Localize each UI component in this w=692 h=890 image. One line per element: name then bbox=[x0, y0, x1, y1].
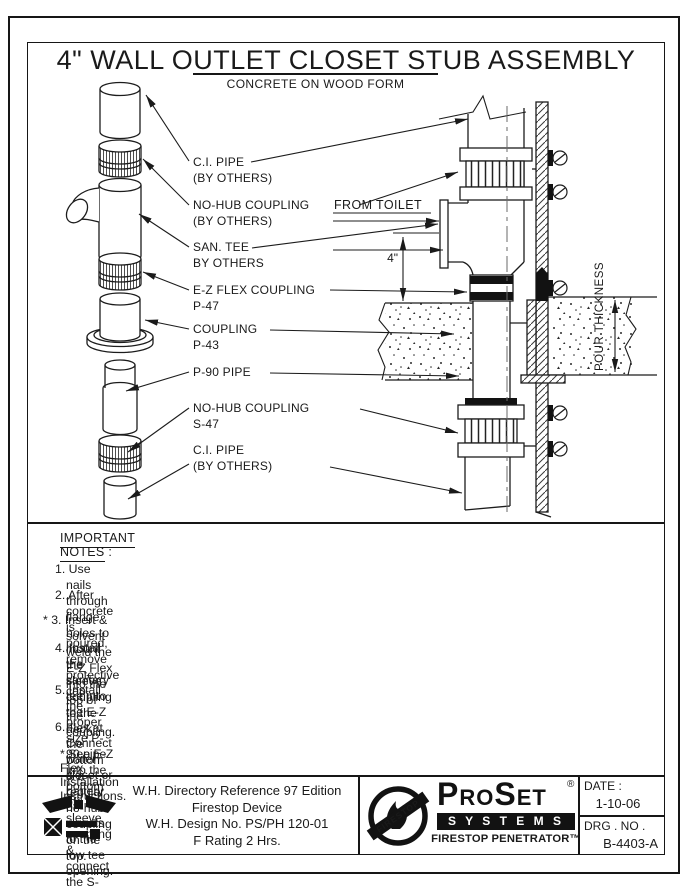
label-coupling-2: P-43 bbox=[193, 338, 219, 352]
wh-certification-text: W.H. Directory Reference 97 Edition Fire… bbox=[118, 783, 356, 849]
wh-line4: F Rating 2 Hrs. bbox=[193, 832, 281, 848]
sleeve-and-sealant bbox=[520, 267, 566, 384]
page-subtitle: CONCRETE ON WOOD FORM bbox=[226, 77, 405, 91]
pour-thickness-label: POUR THICKNESS bbox=[594, 262, 606, 371]
note-item-2: 2. After concrete is poured, remove prot… bbox=[55, 588, 120, 698]
part-s47-coupling bbox=[98, 434, 142, 473]
date-value: 1-10-06 bbox=[595, 796, 641, 811]
wall-screws bbox=[548, 150, 568, 457]
registered-mark: ® bbox=[567, 779, 575, 790]
section-lower-pipe bbox=[464, 457, 511, 511]
notes-heading-colon: : bbox=[104, 545, 113, 559]
notes-heading: IMPORTANT NOTES : bbox=[60, 531, 136, 562]
label-coupling: COUPLING bbox=[193, 322, 257, 336]
label-s47: NO-HUB COUPLING bbox=[193, 401, 309, 415]
part-labels: C.I. PIPE (BY OTHERS) NO-HUB COUPLING (B… bbox=[193, 155, 315, 473]
proset-logo-text: ProSet bbox=[437, 776, 547, 812]
titleblock-divider-1 bbox=[358, 775, 360, 855]
section-san-tee bbox=[439, 199, 525, 277]
leader-lines bbox=[125, 94, 469, 500]
wh-logo bbox=[42, 795, 116, 839]
wh-line2: Firestop Device bbox=[191, 799, 283, 815]
label-ci-pipe-top-2: (BY OTHERS) bbox=[193, 171, 272, 185]
label-ci-pipe-bot-2: (BY OTHERS) bbox=[193, 459, 272, 473]
wh-line1: W.H. Directory Reference 97 Edition bbox=[132, 783, 342, 798]
systems-band: S Y S T E M S bbox=[437, 813, 575, 830]
notes-heading-text: IMPORTANT NOTES bbox=[60, 531, 136, 562]
title-underline bbox=[193, 73, 438, 75]
note-item-4: 4. Install the sanitary tee into the E-Z… bbox=[55, 641, 112, 863]
concrete-slab-left bbox=[377, 302, 473, 381]
drg-no-label: DRG . NO . bbox=[584, 819, 646, 833]
date-label: DATE : bbox=[584, 779, 622, 793]
section-view bbox=[333, 94, 657, 518]
part-ez-flex-coupling bbox=[98, 252, 142, 291]
note-item-5: 5. Install the proper size P-90 pipe int… bbox=[55, 683, 112, 889]
from-toilet-arrows bbox=[333, 212, 443, 254]
label-san-tee: SAN. TEE bbox=[193, 240, 249, 254]
part-san-tee bbox=[65, 177, 142, 264]
label-no-hub-2: (BY OTHERS) bbox=[193, 214, 272, 228]
note-item-1: 1. Use nails through flange holes to mou… bbox=[55, 562, 112, 736]
inner-frame bbox=[27, 42, 665, 855]
label-ez-flex-2: P-47 bbox=[193, 299, 219, 313]
label-ez-flex: E-Z FLEX COUPLING bbox=[193, 283, 315, 297]
firestop-penetrator-tagline: FIRESTOP PENETRATOR™ bbox=[431, 833, 581, 845]
label-san-tee-2: BY OTHERS bbox=[193, 256, 264, 270]
section-s47-coupling bbox=[457, 398, 536, 458]
dim-4in-label: 4" bbox=[387, 251, 398, 265]
part-ci-pipe-top bbox=[99, 81, 141, 140]
notes-footnote: * See E-Z Flex Installation Instructions… bbox=[60, 747, 127, 803]
concrete-slab-right bbox=[548, 296, 657, 376]
assembly-diagram: C.I. PIPE (BY OTHERS) NO-HUB COUPLING (B… bbox=[65, 81, 657, 520]
note-item-3: * 3. Insert & solvent weld the E-Z Flex … bbox=[43, 613, 116, 739]
drg-no-value: B-4403-A bbox=[603, 836, 658, 851]
label-no-hub: NO-HUB COUPLING bbox=[193, 198, 309, 212]
date-drg-divider bbox=[578, 815, 665, 817]
titleblock-top-line bbox=[27, 775, 665, 777]
exploded-pipe-stack bbox=[65, 81, 154, 520]
label-s47-2: S-47 bbox=[193, 417, 219, 431]
part-p90-pipe bbox=[102, 359, 138, 436]
section-upper-coupling bbox=[459, 147, 536, 201]
part-no-hub-coupling bbox=[98, 139, 142, 178]
part-coupling-p43 bbox=[86, 292, 154, 354]
label-p90-pipe: P-90 PIPE bbox=[193, 365, 251, 379]
notes-divider bbox=[27, 522, 665, 524]
page-title: 4" WALL OUTLET CLOSET STUB ASSEMBLY bbox=[56, 45, 636, 75]
label-ci-pipe-top: C.I. PIPE bbox=[193, 155, 244, 169]
section-ez-flex-coupling bbox=[469, 274, 514, 302]
firestop-stamp-logo: FIRESTOP bbox=[366, 786, 430, 846]
dimension-4in bbox=[393, 232, 439, 301]
from-toilet-label: FROM TOILET bbox=[334, 198, 422, 212]
outer-border bbox=[8, 16, 680, 874]
wh-line3: W.H. Design No. PS/PH 120-01 bbox=[145, 816, 329, 831]
label-ci-pipe-bot: C.I. PIPE bbox=[193, 443, 244, 457]
